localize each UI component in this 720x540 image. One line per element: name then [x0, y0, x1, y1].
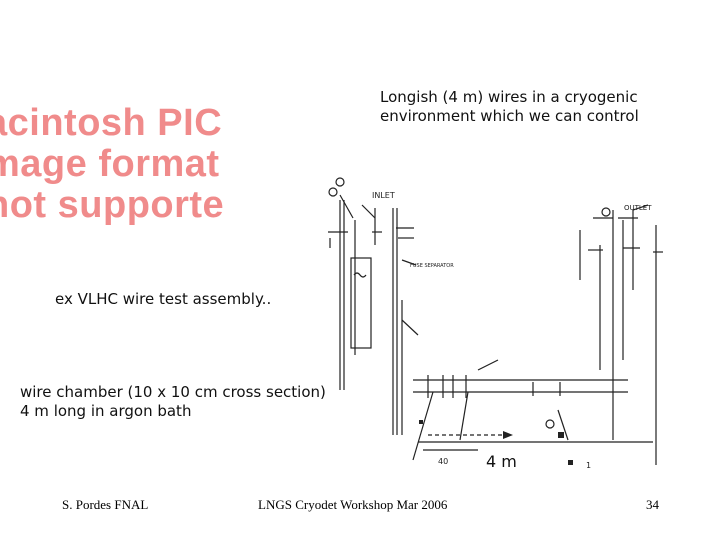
title-annotation-line-2: environment which we can control	[380, 107, 639, 125]
footer-event: LNGS Cryodet Workshop Mar 2006	[258, 497, 448, 512]
placeholder-line-1: acintosh PIC	[0, 102, 223, 144]
footer-author: S. Pordes FNAL	[62, 497, 149, 512]
placeholder-line-3: not supporte	[0, 184, 225, 226]
chamber-annotation-line-1: wire chamber (10 x 10 cm cross section)	[20, 383, 326, 401]
node-circle	[545, 419, 555, 429]
placeholder-line-2: mage format	[0, 143, 220, 185]
fuse-separator-box	[350, 257, 372, 349]
outlet-label: OUTLET	[624, 204, 652, 212]
title-annotation-line-1: Longish (4 m) wires in a cryogenic	[380, 88, 638, 106]
inlet-label: INLET	[372, 191, 395, 200]
vlhc-annotation: ex VLHC wire test assembly..	[55, 290, 272, 308]
node-circle	[335, 177, 345, 187]
wire-test-assembly-schematic: INLET OUTLET FUSE SEPARATOR 40 1	[328, 177, 663, 470]
unsupported-image-placeholder: acintosh PIC mage format not supporte	[0, 100, 300, 230]
length-annotation: 4 m	[486, 452, 517, 471]
chamber-annotation-line-2: 4 m long in argon bath	[20, 402, 192, 420]
node-circle	[601, 207, 611, 217]
footer-page-number: 34	[646, 497, 659, 512]
mark-40-label: 40	[438, 457, 448, 466]
node-circle	[328, 187, 338, 197]
mark-1-label: 1	[586, 461, 591, 470]
fuse-separator-label: FUSE SEPARATOR	[410, 263, 454, 269]
